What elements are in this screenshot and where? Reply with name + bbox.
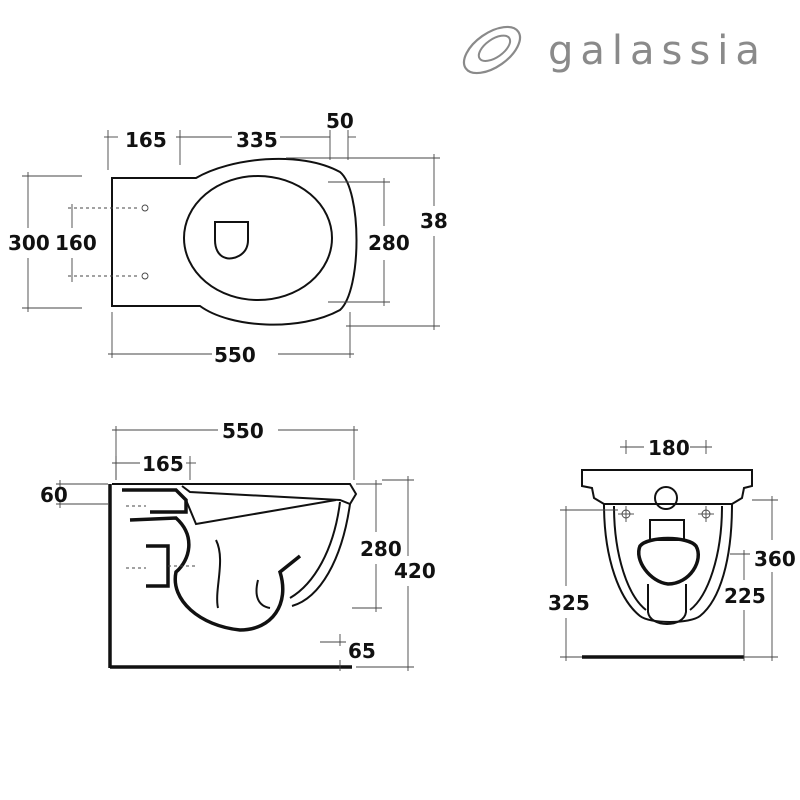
swirl-logo-icon xyxy=(462,25,522,75)
top-view-outlet xyxy=(214,221,249,260)
dim-rear-fixing-height: 325 xyxy=(548,591,590,615)
rear-view: 180 325 360 225 xyxy=(548,436,796,661)
rear-outlet xyxy=(637,536,700,586)
rear-inlet xyxy=(654,486,678,510)
dim-side-fixing-distance: 165 xyxy=(142,452,184,476)
side-trap xyxy=(129,516,302,632)
dim-top-rear-offset: 165 xyxy=(125,128,167,152)
rear-body xyxy=(603,503,733,623)
side-rim xyxy=(112,483,358,506)
dim-side-rim-drop: 60 xyxy=(40,483,68,507)
dim-side-overall-height: 420 xyxy=(394,559,436,583)
dim-side-floor-gap: 65 xyxy=(348,639,376,663)
dim-rear-outlet-height: 225 xyxy=(724,584,766,608)
dim-top-bowl-width: 280 xyxy=(368,231,410,255)
brand-logo: galassia xyxy=(462,25,767,75)
side-view: 550 165 60 280 420 65 xyxy=(40,419,436,671)
fixing-hole xyxy=(141,272,149,280)
top-view: 165 335 50 300 160 280 38 550 xyxy=(8,109,448,367)
top-view-outline xyxy=(111,157,358,326)
dim-top-overall-width: 300 xyxy=(8,231,50,255)
brand-name: galassia xyxy=(548,28,767,74)
dim-side-bowl-height: 280 xyxy=(360,537,402,561)
dim-top-outlet-span: 335 xyxy=(236,128,278,152)
side-bowl-outer xyxy=(291,503,351,607)
dim-top-overall-length: 550 xyxy=(214,343,256,367)
dim-side-overall-length: 550 xyxy=(222,419,264,443)
dim-rear-fixing-spacing: 180 xyxy=(648,436,690,460)
dim-rear-overall-height: 360 xyxy=(754,547,796,571)
side-outlet xyxy=(146,544,170,588)
dim-top-depth-right: 38 xyxy=(420,209,448,233)
dim-top-front-offset: 50 xyxy=(326,109,354,133)
dim-top-fixing-spacing: 160 xyxy=(55,231,97,255)
fixing-hole xyxy=(141,204,149,212)
top-view-bowl xyxy=(183,175,333,301)
